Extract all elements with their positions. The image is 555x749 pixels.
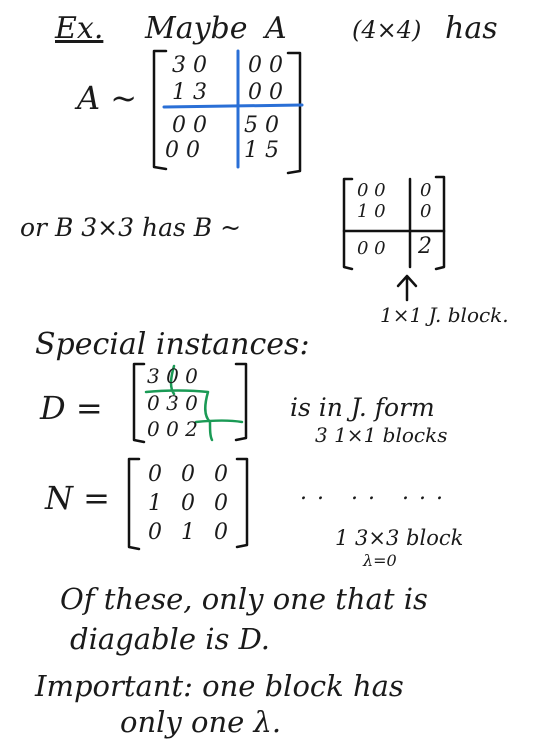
has-word: has [445, 11, 498, 46]
matrix-d-row1: 3 0 0 [147, 364, 198, 388]
matrix-a-row3-right: 5 0 [244, 113, 279, 138]
matrix-a-row4-right: 1 5 [244, 138, 279, 163]
matrix-d-lhs: D = [40, 389, 103, 427]
matrix-b-brackets [342, 175, 446, 271]
matrix-a-row3-left: 0 0 [172, 113, 207, 138]
conclusion-line-1: Of these, only one that is [60, 582, 428, 616]
matrix-a-name: A [265, 11, 287, 46]
matrix-b-row2-left: 1 0 [357, 201, 386, 222]
matrix-a-row1-right: 0 0 [248, 53, 283, 78]
matrix-d-note-jordan-form: is in J. form [290, 393, 435, 422]
matrix-n-row1: 0 0 0 [148, 462, 234, 487]
matrix-a-row2-left: 1 3 [172, 80, 207, 105]
matrix-d-brackets [132, 362, 248, 444]
matrix-a-row2-right: 0 0 [248, 80, 283, 105]
maybe-word: Maybe [145, 11, 248, 46]
matrix-d-row2: 0 3 0 [147, 391, 198, 415]
matrix-n-lhs: N = [45, 479, 110, 517]
arrow-up-icon [396, 274, 418, 302]
matrix-n-note-block: 1 3×3 block [335, 526, 464, 550]
matrix-b-row1-left: 0 0 [357, 180, 386, 201]
matrix-b-row1-right: 0 [420, 180, 432, 201]
matrix-a-row1-left: 3 0 [172, 53, 207, 78]
matrix-n-note-lambda: λ=0 [363, 551, 397, 570]
matrix-n-row2: 1 0 0 [148, 491, 234, 516]
matrix-d-note-blocks: 3 1×1 blocks [315, 423, 448, 447]
dimension-label: (4×4) [352, 16, 422, 44]
matrix-b-row2-right: 0 [420, 201, 432, 222]
matrix-n-ellipsis: .. .. ... [300, 480, 453, 505]
matrix-n-brackets [127, 457, 249, 551]
conclusion-line-2: diagable is D. [70, 622, 271, 656]
jordan-block-note: 1×1 J. block. [380, 303, 509, 327]
matrix-b-row3-right: 2 [418, 234, 432, 259]
important-line-2: only one λ. [120, 705, 282, 739]
special-instances-heading: Special instances: [35, 327, 310, 362]
matrix-n-row3: 0 1 0 [148, 520, 234, 545]
matrix-b-sentence: or B 3×3 has B ~ [20, 213, 242, 242]
matrix-a-row4-left: 0 0 [165, 138, 200, 163]
matrix-d-row3: 0 0 2 [147, 417, 198, 441]
important-line-1: Important: one block has [35, 669, 404, 703]
matrix-a-brackets [152, 49, 304, 175]
matrix-a-lhs: A ~ [77, 79, 138, 117]
matrix-b-row3-left: 0 0 [357, 238, 386, 259]
example-label: Ex. [55, 11, 104, 46]
